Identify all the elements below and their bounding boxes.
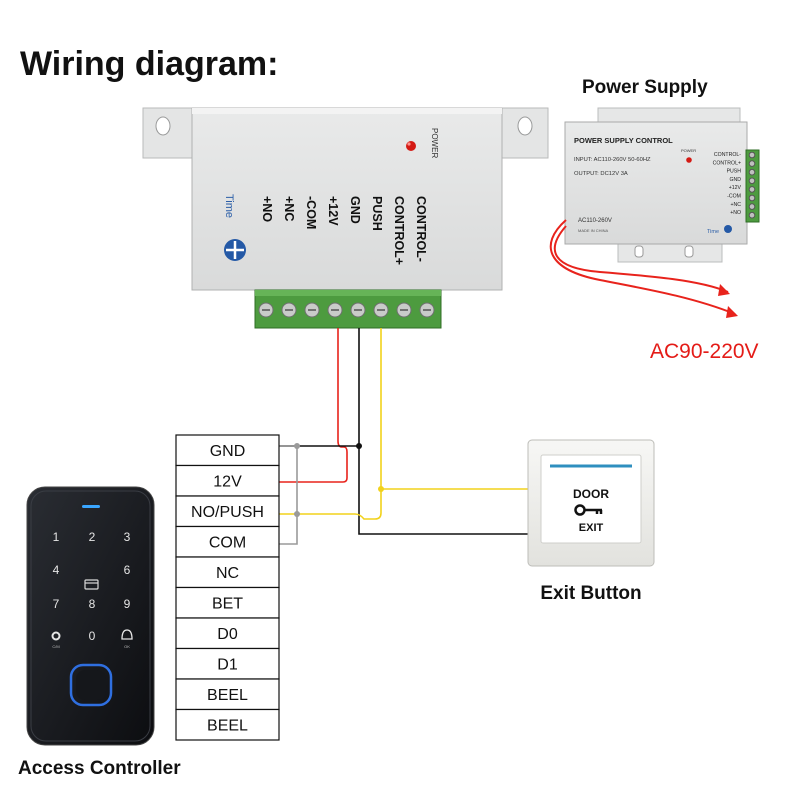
yellow-wire-push [279, 328, 382, 520]
pin-cell [175, 617, 280, 650]
ac-arrow-1-icon [726, 306, 738, 318]
small-terminal-screw [748, 211, 756, 219]
power-supply-label: Power Supply [582, 77, 708, 98]
small-box-header: POWER SUPPLY CONTROL [574, 136, 673, 145]
small-box-time: Time [707, 229, 719, 235]
keypad-key[interactable]: 2 [89, 530, 96, 544]
access-controller-keypad[interactable]: 1 2 3 4 6 7 8 9C/M 0OK [26, 486, 155, 746]
pin-label: 12V [213, 474, 242, 491]
black-wire-exit [358, 446, 528, 535]
keypad-key[interactable]: 3 [124, 530, 131, 544]
keypad-key[interactable]: 8 [89, 597, 96, 611]
keypad-key[interactable]: 0 [89, 629, 96, 643]
pin-label: GND [210, 443, 246, 460]
power-led [406, 141, 416, 151]
pin-label: COM [209, 535, 246, 552]
small-box-power: POWER [681, 148, 696, 153]
ac-voltage-label: AC90-220V [650, 340, 759, 363]
pin-cell [175, 708, 280, 741]
small-box-input: INPUT: AC110-260V 50-60HZ [574, 157, 651, 163]
main-power-box: POWER Time +NO +NC -COM +12V GND PUSH CONTROL+… [142, 107, 549, 291]
pin-cell [175, 556, 280, 589]
small-terminal-label: GND [729, 177, 741, 183]
main-terminal-label: +12V [326, 196, 340, 226]
pin-label: BEEL [207, 687, 248, 704]
main-terminal-label: +NO [260, 196, 274, 222]
diagram-title: Wiring diagram: [20, 45, 279, 83]
card-reader-icon [84, 579, 99, 590]
wiring [279, 328, 528, 545]
pin-cell [175, 586, 280, 619]
small-terminal-screw [748, 186, 756, 193]
small-terminal-label: +NO [730, 210, 741, 216]
main-power-text: POWER [430, 128, 439, 158]
small-box-made: MADE IN CHINA [578, 228, 609, 233]
main-terminal-label: PUSH [370, 196, 384, 231]
black-wire-gnd [279, 328, 360, 447]
main-terminal-label: GND [348, 196, 362, 224]
keypad-key-sublabel: OK [124, 644, 130, 649]
small-box-output: OUTPUT: DC12V 3A [574, 171, 628, 177]
pin-cell [175, 647, 280, 680]
keypad-key[interactable]: 4 [53, 563, 60, 577]
ac-wire-1 [549, 219, 736, 315]
pin-cell [175, 495, 280, 528]
exit-button-label: Exit Button [540, 583, 641, 604]
pin-label: BET [212, 596, 243, 613]
bell-icon [121, 629, 133, 640]
pin-label: NC [216, 565, 239, 582]
small-power-supply: POWER SUPPLY CONTROL INPUT: AC110-260V 5… [564, 107, 760, 263]
keypad-key-sublabel: C/M [52, 644, 59, 649]
small-terminal-screw [748, 194, 756, 202]
pin-label: BEEL [207, 718, 248, 735]
keypad-key[interactable]: 6 [124, 563, 131, 577]
small-terminal-screw [748, 168, 756, 176]
ac-wire-2 [554, 225, 729, 293]
keypad-key[interactable]: 1 [53, 530, 60, 544]
key-icon [574, 504, 603, 516]
small-terminal-label: +NC [730, 202, 741, 208]
pin-label: D0 [217, 626, 238, 643]
small-terminal-label: CONTROL- [714, 152, 741, 158]
red-wire-12v [279, 328, 348, 483]
ac-arrow-2-icon [718, 284, 730, 296]
pin-label: D1 [217, 657, 238, 674]
access-controller-label: Access Controller [18, 758, 181, 779]
small-terminal-label: CONTROL+ [713, 160, 741, 166]
keypad-key[interactable]: 9 [124, 597, 131, 611]
pin-cell [175, 464, 280, 497]
small-terminal-screw [748, 151, 756, 159]
small-time-knob-icon [724, 225, 732, 233]
main-terminal-label: +NC [282, 196, 296, 221]
small-terminal-label: -COM [727, 194, 741, 200]
exit-button[interactable]: DOOR EXIT [527, 439, 655, 567]
pin-label: NO/PUSH [191, 504, 264, 521]
gray-wire-com [279, 445, 298, 545]
exit-button-exit-text: EXIT [579, 522, 604, 534]
status-led [82, 505, 100, 508]
main-terminal-label: CONTROL- [414, 196, 428, 262]
small-terminal-label: PUSH [727, 169, 742, 175]
keypad-key[interactable]: 7 [53, 597, 60, 611]
small-terminal-screw [748, 160, 756, 167]
small-terminal-screw [748, 177, 756, 185]
exit-button-door-text: DOOR [573, 487, 609, 501]
main-terminal-label: CONTROL+ [392, 196, 406, 265]
small-terminal-screw [748, 203, 756, 210]
main-time-text: Time [223, 194, 235, 218]
fingerprint-sensor[interactable] [69, 663, 113, 707]
main-terminal-block [254, 289, 442, 329]
main-terminal-label: -COM [304, 196, 318, 229]
settings-icon [51, 631, 61, 641]
small-box-ac: AC110-260V [578, 218, 612, 224]
small-terminal-label: +12V [729, 185, 742, 191]
